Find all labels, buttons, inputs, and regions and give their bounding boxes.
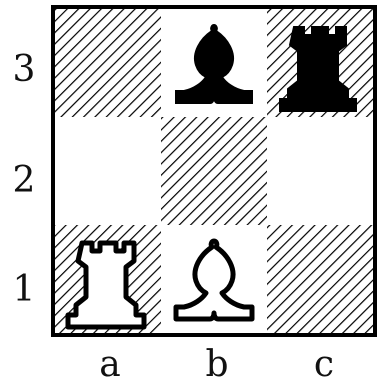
square-c1[interactable] <box>267 225 373 333</box>
board-grid <box>55 9 373 333</box>
square-a2[interactable] <box>55 117 161 225</box>
rank-label-3: 3 <box>6 52 42 88</box>
rank-label-2: 2 <box>6 163 42 199</box>
rank-label-1: 1 <box>6 272 42 308</box>
file-label-c: c <box>294 347 354 383</box>
square-c2[interactable] <box>267 117 373 225</box>
file-label-b: b <box>187 347 247 383</box>
file-label-a: a <box>80 347 140 383</box>
square-b2[interactable] <box>161 117 267 225</box>
square-a3[interactable] <box>55 9 161 117</box>
chess-board <box>51 5 377 337</box>
